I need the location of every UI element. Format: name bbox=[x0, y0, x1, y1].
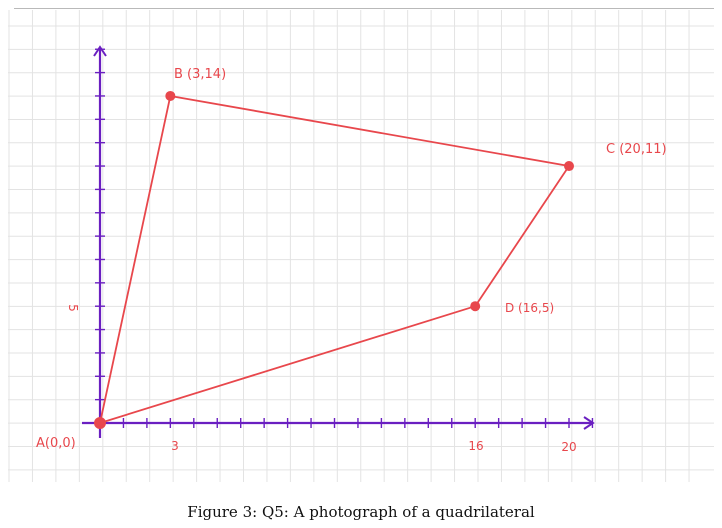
vertex-label-a: A(0,0) bbox=[36, 436, 76, 451]
edge-cd bbox=[474, 165, 570, 308]
graph-paper-grid bbox=[8, 10, 714, 482]
y-tick-label-5: 5 bbox=[66, 304, 80, 312]
y-axis-arrow bbox=[93, 45, 107, 57]
figure-caption: Figure 3: Q5: A photograph of a quadrila… bbox=[187, 503, 535, 521]
vertex-d bbox=[470, 301, 481, 312]
vertex-label-d: D (16,5) bbox=[505, 301, 554, 315]
vertex-label-b: B (3,14) bbox=[174, 67, 226, 82]
quadrilateral bbox=[94, 90, 574, 429]
vertex-label-c: C (20,11) bbox=[606, 142, 667, 157]
edge-bc bbox=[169, 95, 570, 167]
vertex-c bbox=[564, 161, 574, 172]
edge-da bbox=[99, 305, 477, 424]
x-tick-label-20: 20 bbox=[561, 440, 576, 454]
tick-labels: 3 16 20 5 bbox=[66, 304, 577, 454]
y-axis-ticks bbox=[95, 48, 105, 401]
vertex-labels: A(0,0) B (3,14) C (20,11) D (16,5) bbox=[36, 67, 667, 451]
vertex-b bbox=[165, 90, 176, 101]
vertex-a bbox=[94, 417, 106, 429]
x-axis-ticks bbox=[122, 418, 594, 428]
x-tick-label-3: 3 bbox=[171, 439, 179, 453]
axes bbox=[82, 45, 595, 438]
top-rule bbox=[14, 8, 714, 9]
edge-ab bbox=[99, 95, 172, 424]
x-tick-label-16: 16 bbox=[468, 439, 483, 453]
